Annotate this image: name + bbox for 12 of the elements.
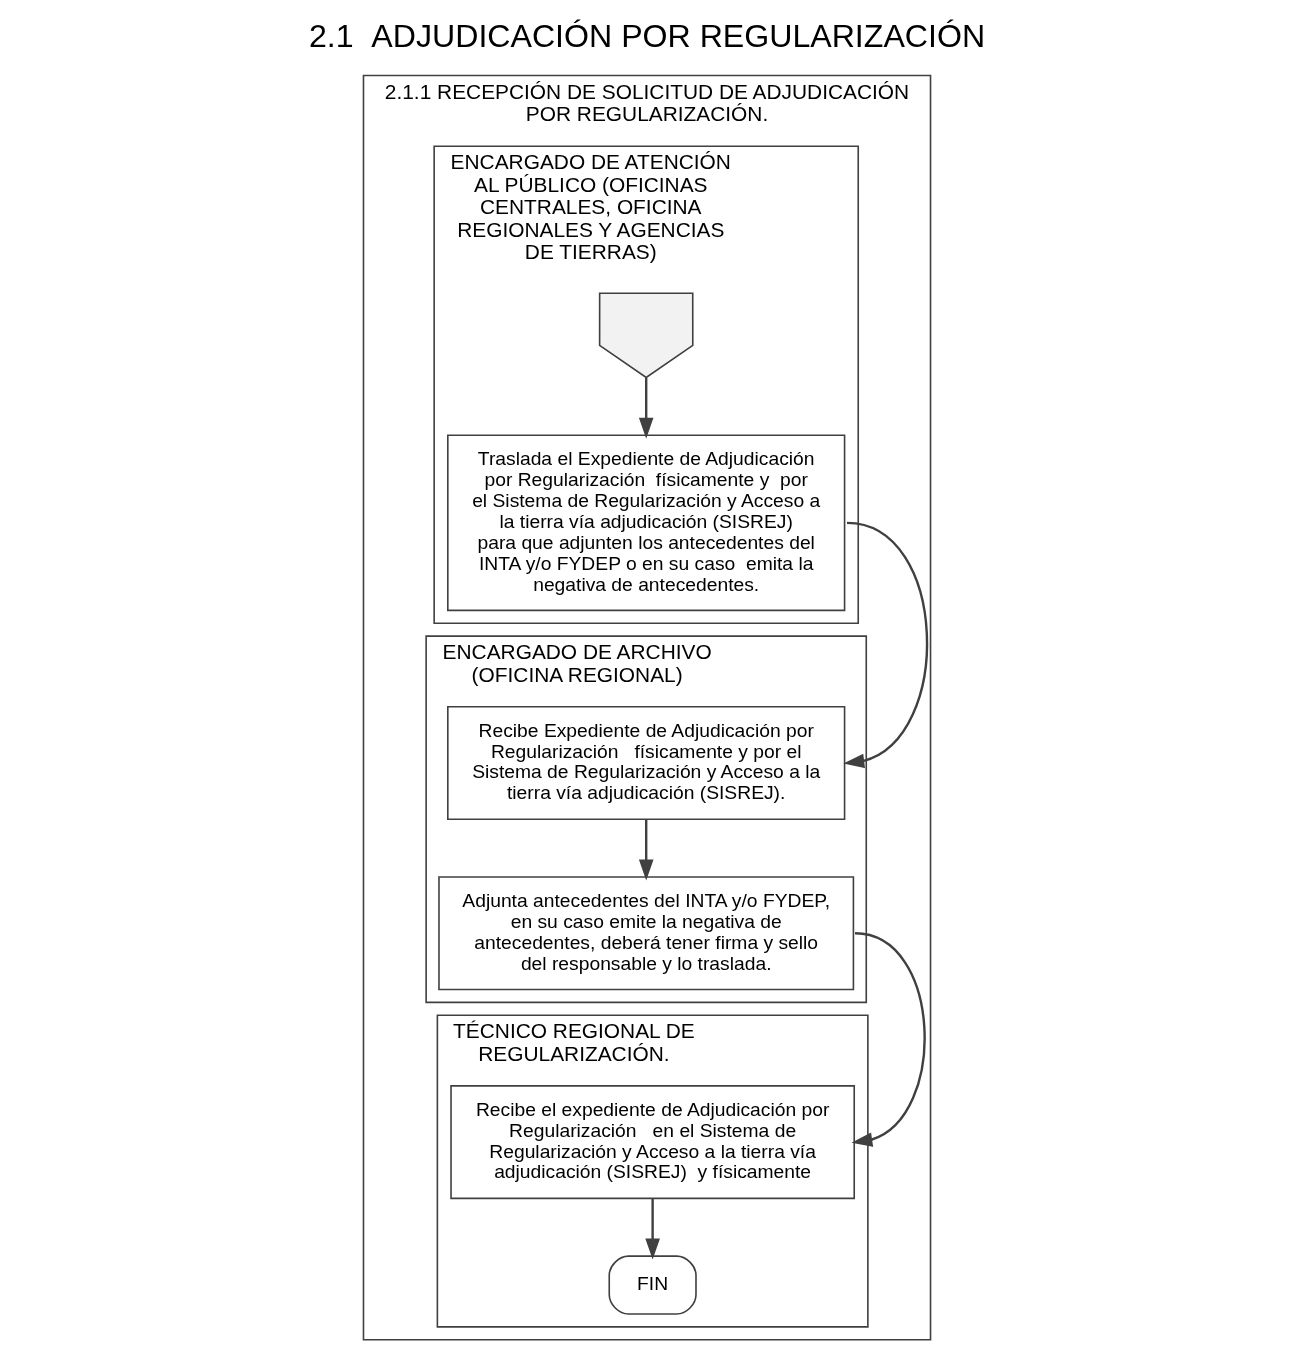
node-box: Recibe Expediente de Adjudicación por Regularización físicamente y por el Sistema de Regularización y Acceso a la tierra vía adjudicación (SISREJ). [446,706,845,821]
node-box: Recibe el expediente de Adjudicación por Regularización en el Sistema de Regularización y Acceso a la tierra vía adjudicación (SISREJ) y físicamente [449,1085,855,1200]
node-box: FIN [607,1255,697,1315]
arrow [644,1198,660,1260]
diagram-title: 2.1 ADJUDICACIÓN POR REGULARIZACIÓN [308,17,985,54]
node-box: Traslada el Expediente de Adjudicación por Regularización físicamente y por el Sistema de Regularización y Acceso a la tierra vía adjudicación (SISREJ) para que adjunten los antecedentes del INTA y/o FYDEP o en su caso emita la negativa de antecedentes. [446,434,845,612]
arrow [638,377,653,439]
arrow [850,932,926,1147]
node-pentagon [598,292,694,379]
node-box: Adjunta antecedentes del INTA y/o FYDEP, en su caso emite la negativa de antecedentes, deberá tener firma y sello del responsable y lo traslada. [437,876,854,991]
arrow [638,819,653,881]
arrow [842,521,928,769]
